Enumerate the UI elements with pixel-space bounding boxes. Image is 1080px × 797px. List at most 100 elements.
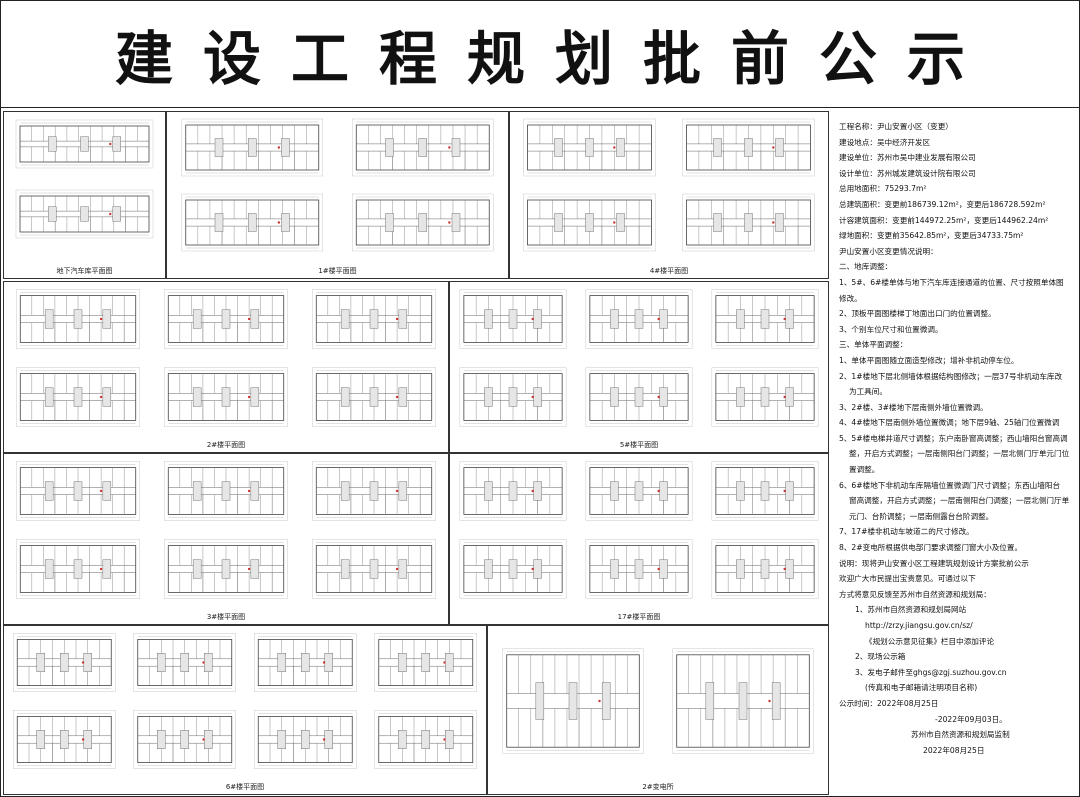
basement-plan-panel: 地下汽车库平面图 — [3, 111, 166, 279]
substation-2-drawing — [502, 648, 814, 754]
floor-plan — [523, 193, 656, 252]
floor-plan — [352, 118, 494, 177]
floor-plan — [312, 289, 436, 349]
floor-plan — [672, 648, 814, 754]
floor-plan — [15, 119, 154, 169]
floor-plan — [585, 461, 693, 521]
building-2-caption: 2#楼平面图 — [206, 441, 246, 449]
building-5-caption: 5#楼平面图 — [619, 441, 659, 449]
item-3-6c: 元门、台阶调整；一层南侧露台台阶调整。 — [849, 511, 994, 521]
floor-plan — [585, 539, 693, 599]
floor-plan — [181, 193, 323, 252]
item-3-5c: 置调整。 — [849, 465, 880, 475]
basement-caption: 地下汽车库平面图 — [56, 267, 113, 275]
floor-plan — [502, 648, 644, 754]
note-line-3: 方式将意见反馈至苏州市自然资源和规划局： — [839, 589, 991, 599]
floor-plan — [181, 118, 323, 177]
designer: 设计单位：苏州城发建筑设计院有限公司 — [839, 168, 976, 178]
change-intro: 尹山安置小区变更情况说明： — [839, 246, 938, 256]
floor-plan — [13, 633, 116, 692]
item-2-1b: 修改。 — [839, 293, 862, 303]
building-17-caption: 17#楼平面图 — [617, 613, 661, 621]
item-3-7: 7、17#楼非机动车坡道二的尺寸修改。 — [839, 527, 974, 537]
floor-plan — [164, 539, 288, 599]
building-3-drawing — [16, 461, 436, 599]
building-3-caption: 3#楼平面图 — [206, 613, 246, 621]
building-17-panel: 17#楼平面图 — [449, 453, 829, 625]
page-title: 建设工程规划批前公示 — [1, 1, 1079, 108]
item-3-3: 3、2#楼、3#楼地下层南侧外墙位置微调。 — [839, 402, 988, 412]
issuing-org: 苏州市自然资源和规划局监制 — [911, 730, 1010, 740]
floor-plan — [682, 118, 815, 177]
floor-plan — [312, 539, 436, 599]
floor-plan — [711, 461, 819, 521]
site: 建设地点：吴中经济开发区 — [839, 137, 931, 147]
building-4-panel: 4#楼平面图 — [509, 111, 829, 279]
land-area: 总用地面积：75293.7m² — [839, 184, 927, 194]
issue-date: 2022年08月25日 — [923, 745, 985, 755]
note-line-2: 欢迎广大市民提出宝贵意见。可通过以下 — [839, 574, 976, 584]
total-area: 总建筑面积：变更前186739.12m²，变更后186728.592m² — [839, 199, 1046, 209]
basement-drawing — [15, 119, 154, 239]
item-3-1: 1、单体平面图随立面造型修改；增补非机动停车位。 — [839, 355, 1019, 365]
item-3-2a: 2、1#楼地下层北侧墙体根据结构图修改；一层37号非机动车库改 — [839, 371, 1063, 381]
floor-plan — [711, 289, 819, 349]
section-3-heading: 三、单体平面调整： — [839, 340, 908, 350]
floor-plan — [16, 461, 140, 521]
section-2-heading: 二、地库调整： — [839, 262, 893, 272]
item-3-5b: 整，开启方式调整；一层南侧阳台门调整；一层北侧门厅单元门位 — [849, 449, 1070, 459]
building-1-panel: 1#楼平面图 — [166, 111, 509, 279]
building-6-drawing — [13, 633, 477, 769]
info-text-block: 工程名称：尹山安置小区（变更） 建设地点：吴中经济开发区 建设单位：苏州市吴中建… — [831, 111, 1077, 795]
floor-plan — [682, 193, 815, 252]
method-website: 1、苏州市自然资源和规划局网站 — [855, 605, 967, 615]
floor-plan — [585, 289, 693, 349]
floor-plan — [133, 633, 236, 692]
item-2-2: 2、顶板平面图楼梯丁地面出口门的位置调整。 — [839, 309, 996, 319]
item-3-2b: 为工具间。 — [849, 387, 887, 397]
building-17-drawing — [459, 461, 819, 599]
floor-plan — [13, 710, 116, 769]
floor-plan — [374, 710, 477, 769]
item-3-8: 8、2#变电所根据供电部门要求调整门窗大小及位置。 — [839, 543, 1023, 553]
building-2-drawing — [16, 289, 436, 427]
floor-plan — [164, 461, 288, 521]
method-email: 3、发电子邮件至ghgs@zgj.suzhou.gov.cn — [855, 667, 1007, 677]
item-3-6b: 窗高调整，开启方式调整；一层南侧阳台门调整；一层北侧门厅单 — [849, 496, 1070, 506]
building-6-panel: 6#楼平面图 — [3, 625, 487, 795]
floor-plan — [312, 367, 436, 427]
period-end: -2022年09月03日。 — [935, 714, 1007, 724]
building-3-panel: 3#楼平面图 — [3, 453, 449, 625]
item-3-5a: 5、5#楼电梯井道尺寸调整；东户南卧窗高调整；西山墙阳台窗高调 — [839, 433, 1068, 443]
item-2-1a: 1、5#、6#楼单体与地下汽车库连接通道的位置、尺寸按照单体图 — [839, 277, 1064, 287]
floor-plan — [164, 367, 288, 427]
floor-plan — [459, 539, 567, 599]
floor-plan — [459, 461, 567, 521]
note-line-1: 说明：现将尹山安置小区工程建筑规划设计方案批前公示 — [839, 558, 1029, 568]
floor-plan — [16, 367, 140, 427]
method-box: 2、现场公示箱 — [855, 652, 906, 662]
period-start: 公示时间：2022年08月25日 — [839, 698, 939, 708]
floor-plan — [254, 633, 357, 692]
floor-plan — [585, 367, 693, 427]
floor-plan — [312, 461, 436, 521]
floor-plan — [523, 118, 656, 177]
building-1-caption: 1#楼平面图 — [318, 267, 357, 275]
substation-2-caption: 2#变电所 — [642, 783, 674, 791]
building-5-drawing — [459, 289, 819, 427]
floor-plan — [374, 633, 477, 692]
building-2-panel: 2#楼平面图 — [3, 281, 449, 453]
website-column: 《规划公示意见征集》栏目中添加评论 — [865, 636, 995, 646]
floor-plan — [254, 710, 357, 769]
substation-2-panel: 2#变电所 — [487, 625, 829, 795]
project-name: 工程名称：尹山安置小区（变更） — [839, 122, 953, 131]
website-url: http://zrzy.jiangsu.gov.cn/sz/ — [865, 621, 973, 630]
builder: 建设单位：苏州市吴中建业发展有限公司 — [839, 153, 976, 163]
building-6-caption: 6#楼平面图 — [225, 783, 265, 791]
floor-plan — [164, 289, 288, 349]
floor-plan — [352, 193, 494, 252]
building-4-caption: 4#楼平面图 — [649, 267, 689, 275]
item-3-4: 4、4#楼地下层南侧外墙位置微调；地下层9轴、25轴门位置微调 — [839, 418, 1060, 428]
item-3-6a: 6、6#楼地下非机动车库隔墙位置微调门尺寸调整；东西山墙阳台 — [839, 480, 1061, 490]
